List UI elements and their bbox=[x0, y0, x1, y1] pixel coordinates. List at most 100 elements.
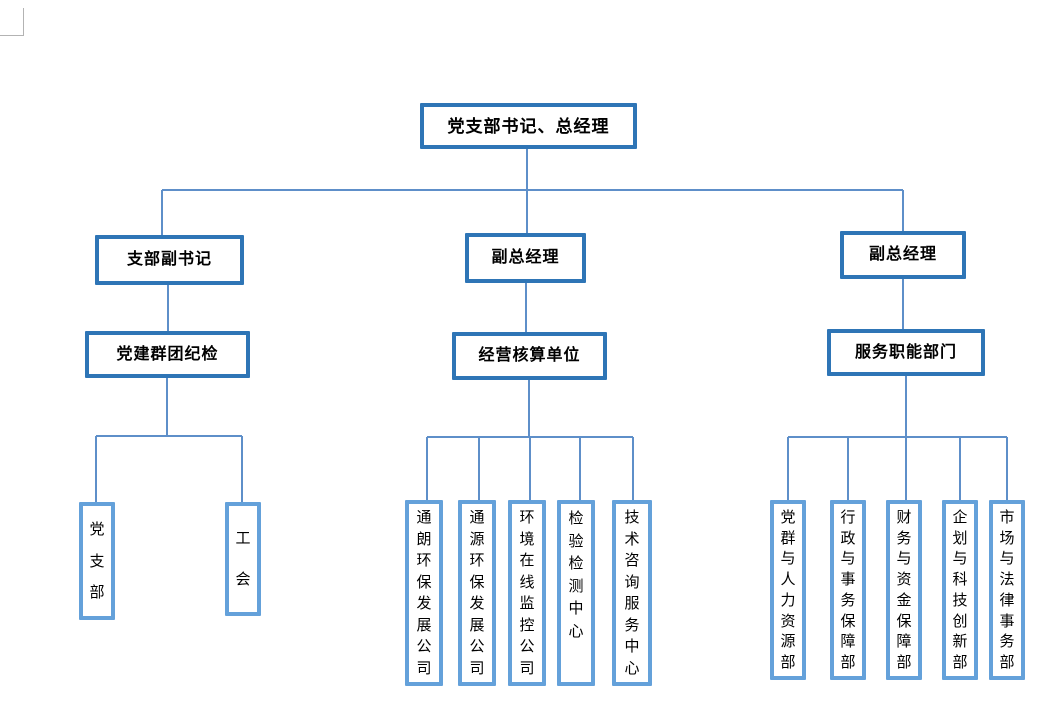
org-box-deputy-gm-1[interactable]: 副总经理 bbox=[465, 233, 586, 283]
vertical-label-char: 源 bbox=[780, 633, 796, 651]
connector-line bbox=[528, 380, 530, 437]
vertical-label-char: 部 bbox=[999, 654, 1015, 672]
vertical-label-char: 保 bbox=[416, 573, 432, 591]
org-box-label: 财务与资金保障部 bbox=[890, 504, 918, 676]
org-box-tech-consulting-center[interactable]: 技术咨询服务中心 bbox=[612, 500, 652, 686]
vertical-label-char: 创 bbox=[952, 612, 968, 630]
connector-line bbox=[579, 437, 581, 500]
org-box-env-online-monitoring-company[interactable]: 环境在线监控公司 bbox=[508, 500, 546, 686]
connector-line bbox=[902, 279, 904, 329]
vertical-label-char: 与 bbox=[780, 550, 796, 568]
vertical-label-char: 朗 bbox=[416, 530, 432, 548]
vertical-label-char: 控 bbox=[519, 616, 535, 634]
vertical-label-char: 展 bbox=[416, 616, 432, 634]
vertical-label-char: 术 bbox=[624, 530, 640, 548]
org-box-accounting-units[interactable]: 经营核算单位 bbox=[452, 332, 607, 380]
vertical-label-char: 公 bbox=[469, 638, 485, 656]
vertical-label-char: 部 bbox=[780, 654, 796, 672]
connector-line bbox=[959, 437, 961, 500]
vertical-label-char: 事 bbox=[840, 571, 856, 589]
connector-line bbox=[905, 376, 907, 437]
vertical-label-char: 司 bbox=[469, 659, 485, 677]
org-box-party-discipline[interactable]: 党建群团纪检 bbox=[85, 331, 250, 378]
vertical-label-char: 部 bbox=[952, 654, 968, 672]
page-corner-mark-horizontal bbox=[0, 35, 24, 36]
vertical-label-char: 在 bbox=[519, 552, 535, 570]
connector-line bbox=[162, 189, 903, 191]
org-box-root-label: 党支部书记、总经理 bbox=[447, 116, 610, 136]
vertical-label-char: 人 bbox=[780, 571, 796, 589]
vertical-label-char: 务 bbox=[624, 616, 640, 634]
org-box-label: 副总经理 bbox=[868, 246, 937, 263]
connector-line bbox=[526, 149, 528, 190]
connector-line bbox=[426, 437, 428, 500]
vertical-label-char: 科 bbox=[952, 571, 968, 589]
org-box-service-departments[interactable]: 服务职能部门 bbox=[827, 329, 985, 376]
vertical-label-char: 法 bbox=[999, 571, 1015, 589]
vertical-label-char: 技 bbox=[624, 509, 640, 527]
vertical-label-char: 划 bbox=[952, 529, 968, 547]
vertical-label-char: 与 bbox=[952, 550, 968, 568]
connector-line bbox=[847, 437, 849, 500]
org-box-label: 市场与法律事务部 bbox=[993, 504, 1021, 676]
connector-line bbox=[529, 437, 531, 500]
org-box-tongyuan-env-company[interactable]: 通源环保发展公司 bbox=[458, 500, 496, 686]
connector-line bbox=[1006, 437, 1008, 500]
connector-line bbox=[905, 437, 907, 500]
org-box-deputy-gm-2[interactable]: 副总经理 bbox=[840, 231, 966, 279]
vertical-label-char: 事 bbox=[999, 612, 1015, 630]
org-box-planning-tech-innovation-dept[interactable]: 企划与科技创新部 bbox=[942, 500, 978, 680]
vertical-label-char: 部 bbox=[840, 654, 856, 672]
vertical-label-char: 公 bbox=[416, 638, 432, 656]
vertical-label-char: 保 bbox=[840, 612, 856, 630]
vertical-label-char: 政 bbox=[840, 529, 856, 547]
org-box-party-branch[interactable]: 党支部 bbox=[79, 502, 115, 620]
vertical-label-char: 心 bbox=[568, 622, 584, 640]
connector-line bbox=[96, 435, 242, 437]
org-box-labor-union[interactable]: 工会 bbox=[225, 502, 261, 616]
vertical-label-char: 部 bbox=[896, 654, 912, 672]
org-box-party-hr-dept[interactable]: 党群与人力资源部 bbox=[770, 500, 806, 680]
vertical-label-char: 新 bbox=[952, 633, 968, 651]
org-box-tonglang-env-company[interactable]: 通朗环保发展公司 bbox=[405, 500, 443, 686]
vertical-label-char: 询 bbox=[624, 573, 640, 591]
vertical-label-char: 党 bbox=[780, 508, 796, 526]
org-box-finance-funds-dept[interactable]: 财务与资金保障部 bbox=[886, 500, 922, 680]
connector-line bbox=[525, 283, 527, 332]
org-box-label: 通源环保发展公司 bbox=[462, 504, 492, 682]
vertical-label-char: 境 bbox=[519, 530, 535, 548]
vertical-label-char: 障 bbox=[840, 633, 856, 651]
vertical-label-char: 发 bbox=[416, 595, 432, 613]
org-box-label: 党支部 bbox=[83, 506, 111, 616]
org-box-branch-deputy-secretary[interactable]: 支部副书记 bbox=[95, 235, 244, 285]
vertical-label-char: 发 bbox=[469, 595, 485, 613]
vertical-label-char: 部 bbox=[89, 583, 105, 601]
vertical-label-char: 公 bbox=[519, 638, 535, 656]
org-box-admin-affairs-dept[interactable]: 行政与事务保障部 bbox=[830, 500, 866, 680]
vertical-label-char: 检 bbox=[568, 555, 584, 573]
vertical-label-char: 企 bbox=[952, 508, 968, 526]
vertical-label-char: 务 bbox=[896, 529, 912, 547]
vertical-label-char: 环 bbox=[416, 552, 432, 570]
org-box-label: 党群与人力资源部 bbox=[774, 504, 802, 676]
vertical-label-char: 验 bbox=[568, 532, 584, 550]
org-box-market-legal-dept[interactable]: 市场与法律事务部 bbox=[989, 500, 1025, 680]
vertical-label-char: 检 bbox=[568, 510, 584, 528]
org-box-inspection-testing-center[interactable]: 检验检测中心 bbox=[557, 500, 595, 686]
vertical-label-char: 律 bbox=[999, 591, 1015, 609]
vertical-label-char: 群 bbox=[780, 529, 796, 547]
org-box-root[interactable]: 党支部书记、总经理 bbox=[420, 103, 637, 149]
vertical-label-char: 支 bbox=[89, 552, 105, 570]
connector-line bbox=[478, 437, 480, 500]
vertical-label-char: 环 bbox=[519, 509, 535, 527]
vertical-label-char: 中 bbox=[568, 600, 584, 618]
vertical-label-char: 通 bbox=[416, 509, 432, 527]
vertical-label-char: 司 bbox=[519, 659, 535, 677]
org-box-label: 技术咨询服务中心 bbox=[616, 504, 648, 682]
vertical-label-char: 行 bbox=[840, 508, 856, 526]
org-box-label: 副总经理 bbox=[491, 249, 560, 266]
vertical-label-char: 源 bbox=[469, 530, 485, 548]
vertical-label-char: 监 bbox=[519, 595, 535, 613]
connector-line bbox=[902, 190, 904, 231]
